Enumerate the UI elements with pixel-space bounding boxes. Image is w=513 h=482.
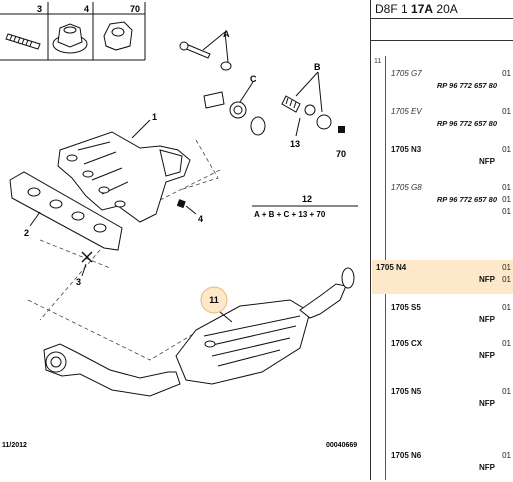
callout-12: 12 — [302, 194, 312, 204]
part-row[interactable]: 1705 N5 NFP 01 — [387, 384, 513, 418]
dashed-guides — [27, 139, 221, 361]
part-code[interactable]: 1705 N3 — [391, 145, 422, 154]
callout-c: C — [250, 74, 257, 84]
part-reference: RP 96 772 657 80 — [436, 195, 497, 204]
engine-variant: 1 — [401, 2, 408, 16]
flange-nut-icon — [52, 23, 88, 54]
top-parts-boxes — [0, 2, 146, 61]
part-code[interactable]: 1705 N4 — [376, 263, 407, 272]
part-code[interactable]: 1705 S5 — [391, 303, 421, 312]
stud-icon — [5, 33, 41, 50]
nfp-label: NFP — [479, 315, 495, 324]
part-code[interactable]: 1705 CX — [391, 339, 423, 348]
quantity: 01 — [502, 145, 511, 154]
quantity: 01 — [502, 275, 511, 284]
engine-type[interactable]: 20A — [436, 2, 458, 16]
quantity: 01 — [502, 451, 511, 460]
kit-formula: A + B + C + 13 + 70 — [254, 210, 326, 219]
part-code[interactable]: 1705 EV — [391, 107, 422, 116]
part-code[interactable]: 1705 G7 — [391, 69, 422, 78]
quantity: 01 — [502, 303, 511, 312]
engine-type-selected[interactable]: 17A — [411, 2, 434, 16]
quantity: 01 — [502, 195, 511, 204]
part-code[interactable]: 1705 G8 — [391, 183, 422, 192]
part-row[interactable]: 1705 N6 NFP 01 — [387, 448, 513, 482]
spring-b-parts — [281, 71, 332, 130]
hex-nut-icon — [103, 21, 133, 51]
manifold-gasket — [9, 171, 123, 251]
engine-code-header: D8F 1 17A 20A — [371, 0, 513, 19]
nfp-label: NFP — [479, 399, 495, 408]
part-row[interactable]: 1705 N4 NFP 01 01 — [372, 260, 513, 294]
part-row[interactable]: 1705 EV RP 96 772 657 80 01 — [387, 104, 513, 138]
callout-13: 13 — [290, 139, 300, 149]
callout-11-badge — [200, 286, 228, 314]
quantity: 01 — [502, 263, 511, 272]
callout-1: 1 — [152, 112, 157, 122]
callout-3: 3 — [76, 277, 81, 287]
part-row[interactable]: 1705 G7 RP 96 772 657 80 01 — [387, 66, 513, 100]
top-part-number: 3 — [37, 4, 42, 14]
part-reference: RP 96 772 657 80 — [436, 119, 497, 128]
callout-2: 2 — [24, 228, 29, 238]
exhaust-parts-diagram: 3 4 70 A C B — [0, 2, 358, 449]
marker-square — [338, 126, 345, 133]
nfp-label: NFP — [479, 351, 495, 360]
part-row[interactable]: 1705 G8 RP 96 772 657 80 01 01 01 — [387, 180, 513, 254]
callout-b: B — [314, 62, 321, 72]
engine-code: D8F — [375, 2, 398, 16]
part-code[interactable]: 1705 N5 — [391, 387, 422, 396]
quantity: 01 — [502, 207, 511, 216]
part-row[interactable]: 1705 CX NFP 01 — [387, 336, 513, 370]
top-part-number: 4 — [84, 4, 89, 14]
footer-ref: 00040669 — [326, 442, 357, 449]
part-row[interactable]: 1705 N3 NFP 01 — [387, 142, 513, 176]
nfp-label: NFP — [479, 275, 495, 284]
part-reference: RP 96 772 657 80 — [436, 81, 497, 90]
callout-a: A — [223, 29, 230, 39]
header-divider — [371, 40, 513, 41]
quantity: 01 — [502, 339, 511, 348]
quantity: 01 — [502, 387, 511, 396]
catalytic-converter — [43, 267, 355, 397]
quantity: 01 — [502, 183, 511, 192]
nfp-label: NFP — [479, 157, 495, 166]
footer-date: 11/2012 — [2, 442, 27, 449]
stud-marker — [81, 251, 93, 277]
quantity: 01 — [502, 107, 511, 116]
nfp-label: NFP — [479, 463, 495, 472]
marker-square — [176, 199, 186, 209]
callout-11: 11 — [209, 295, 219, 305]
top-part-number: 70 — [130, 4, 140, 14]
callout-70: 70 — [336, 149, 346, 159]
parts-list-panel: D8F 1 17A 20A 11 1705 G7 RP 96 772 657 80… — [370, 0, 513, 480]
callout-4: 4 — [198, 214, 203, 224]
part-13-leader — [295, 117, 301, 137]
exhaust-manifold — [57, 119, 191, 223]
bolt-a-parts — [179, 31, 232, 71]
quantity: 01 — [502, 69, 511, 78]
item-index: 11 — [374, 58, 382, 65]
parts-list: 11 1705 G7 RP 96 772 657 80 01 1705 EV RP 96… — [371, 56, 513, 480]
part-code[interactable]: 1705 N6 — [391, 451, 422, 460]
gasket-c-parts — [203, 81, 266, 136]
part-row[interactable]: 1705 S5 NFP 01 — [387, 300, 513, 334]
